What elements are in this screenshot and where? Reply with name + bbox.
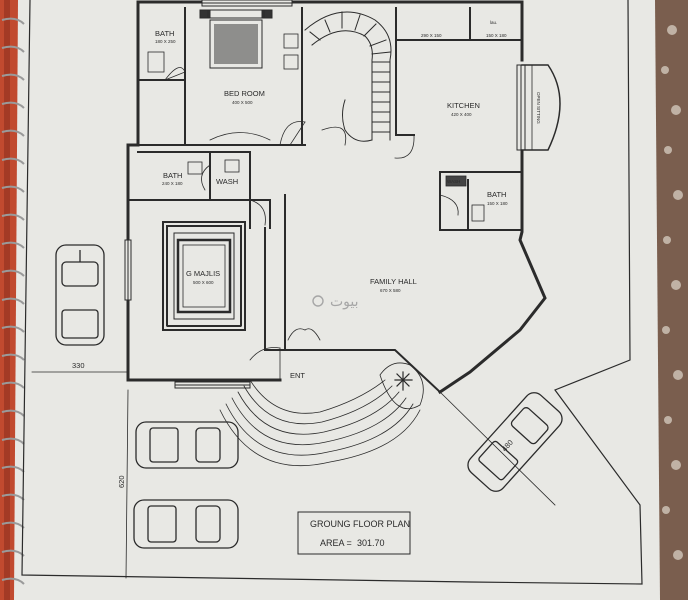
bath-left-label: BATH — [163, 171, 182, 180]
windows — [124, 0, 526, 389]
open-sitting-bay — [521, 64, 561, 151]
bath-right-dims: 150 X 180 — [487, 201, 508, 206]
double-bed — [199, 9, 273, 69]
bedroom-dresser — [209, 132, 271, 141]
bath-fixtures — [147, 51, 485, 222]
title-block-area-value: 301.70 — [357, 538, 385, 548]
open-sitting-label: OPEN SITTING — [536, 92, 541, 124]
majlis-carpet — [162, 221, 246, 331]
car-icon-left — [55, 244, 105, 346]
title-block-frame — [297, 511, 411, 555]
planter-circle — [379, 362, 424, 410]
entrance-label: ENT — [290, 371, 305, 380]
family-hall-dims: 670 X 580 — [380, 288, 401, 293]
wash-left-label: WASH — [216, 177, 238, 186]
watermark-text: بيوت — [330, 293, 359, 310]
watermark-logo-icon — [312, 295, 324, 307]
plant-icon — [394, 371, 413, 391]
majlis-dims: 500 X 600 — [193, 280, 214, 285]
left-setback-label: 330 — [72, 361, 85, 370]
bath-left-dims: 240 X 180 — [162, 181, 183, 186]
kitchen-label: KITCHEN — [447, 101, 480, 110]
bedroom-dims: 400 X 500 — [232, 100, 253, 105]
door-swings — [164, 67, 459, 381]
bath-top-dims: 180 X 250 — [155, 39, 176, 44]
title-block-title: GROUNG FLOOR PLAN — [310, 519, 410, 529]
title-block-area-label: AREA = — [320, 538, 352, 548]
car-icon-bottom-1 — [135, 421, 239, 469]
fabric-pattern — [661, 25, 683, 560]
majlis-label: G MAJLIS — [186, 269, 220, 278]
car-icon-diagonal — [467, 392, 563, 492]
bath-right-label: BATH — [487, 190, 506, 199]
entrance-steps — [219, 379, 421, 467]
interior-walls — [127, 7, 521, 394]
front-setback-line — [125, 389, 129, 579]
binder-shadow — [4, 0, 10, 600]
armchairs — [283, 33, 299, 70]
driveway-line — [439, 391, 556, 506]
laundry-dims: 150 X 180 — [486, 33, 507, 38]
wash-right-label: WASH — [447, 179, 460, 184]
bath-top-label: BATH — [155, 29, 174, 38]
laundry-label: lau. — [490, 20, 497, 25]
room-labels: BATH 180 X 250 BED ROOM 400 X 500 290 X … — [155, 20, 541, 380]
kitchen-store-dims: 290 X 150 — [421, 33, 442, 38]
spiral-rings — [1, 17, 25, 585]
plot-boundary — [21, 0, 643, 585]
bedroom-label: BED ROOM — [224, 89, 265, 98]
car-icon-bottom-2 — [133, 499, 239, 549]
spiral-staircase — [304, 11, 392, 142]
family-hall-label: FAMILY HALL — [370, 277, 417, 286]
kitchen-dims: 420 X 400 — [451, 112, 472, 117]
front-setback-label: 620 — [117, 475, 126, 488]
